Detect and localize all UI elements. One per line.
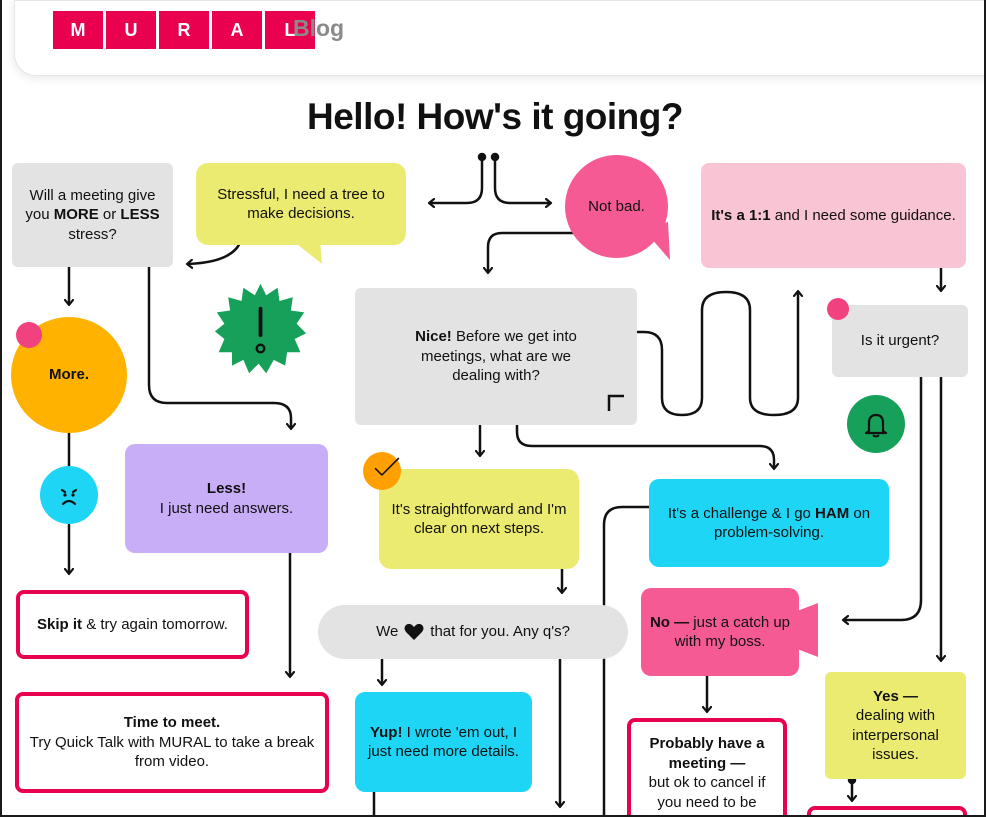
- bell-badge: [847, 395, 905, 453]
- corner-mark-icon: [607, 394, 624, 411]
- stressful-text: Stressful, I need a tree to make decisio…: [217, 185, 385, 223]
- skip-bold: Skip it: [37, 615, 83, 633]
- time-to-meet-box: Time to meet.Try Quick Talk with MURAL t…: [15, 692, 329, 793]
- no-box-tab: [792, 603, 818, 657]
- logo-letter-a: A: [212, 11, 262, 49]
- diagram-title: Hello! How's it going?: [307, 96, 683, 137]
- yes-bold: Yes —: [872, 687, 919, 705]
- logo-letter-u: U: [106, 11, 156, 49]
- more-text: More.: [48, 366, 89, 384]
- stressful-bubble-tail: [292, 240, 322, 264]
- yes-text: dealing with interpersonal issues.: [852, 707, 939, 763]
- probably-bold: Probably have a meeting —: [649, 735, 765, 772]
- one-on-one-text: and I need some guidance.: [770, 206, 956, 224]
- urgent-question-box: Is it urgent?: [832, 305, 968, 377]
- site-header: M U R A L Blog: [14, 0, 984, 76]
- urgent-dot: [827, 298, 849, 320]
- meeting-q-or: or: [98, 206, 121, 224]
- skip-text: & try again tomorrow.: [82, 615, 228, 633]
- time-text: Try Quick Talk with MURAL to take a brea…: [29, 733, 315, 771]
- less-bold: Less!: [206, 480, 247, 497]
- challenge-box: It's a challenge & I go HAM on problem-s…: [649, 479, 889, 567]
- logo-letter-r: R: [159, 11, 209, 49]
- no-bold: No —: [649, 613, 690, 631]
- we-love-text: We: [376, 623, 399, 641]
- heart-icon: [404, 623, 424, 640]
- yup-text: I wrote 'em out, I just need more detail…: [368, 723, 519, 761]
- sad-face-badge: [40, 466, 98, 524]
- less-box: Less! I just need answers.: [125, 444, 328, 553]
- no-text: just a catch up with my boss.: [674, 613, 791, 651]
- meeting-q-less: LESS: [120, 206, 160, 224]
- checkmark-icon: [374, 457, 400, 476]
- we-love-text-2: that for you. Any q's?: [430, 623, 570, 641]
- mural-logo[interactable]: M U R A L: [53, 11, 315, 49]
- straightforward-text: It's straightforward and I'm clear on ne…: [391, 500, 567, 538]
- one-on-one-bold: It's a 1:1: [711, 206, 771, 224]
- straightforward-box: It's straightforward and I'm clear on ne…: [379, 469, 579, 569]
- challenge-text-2: on problem-solving.: [713, 504, 871, 542]
- checkmark-badge: [363, 452, 401, 490]
- sad-face-icon: [60, 488, 78, 506]
- logo-letter-l: L: [265, 11, 315, 49]
- not-bad-bubble: Not bad.: [565, 155, 668, 258]
- probably-text: but ok to cancel if you need to be: [648, 774, 766, 811]
- not-bad-text: Not bad.: [588, 197, 645, 215]
- yup-box: Yup! I wrote 'em out, I just need more d…: [355, 692, 532, 792]
- yes-box: Yes — dealing with interpersonal issues.: [825, 672, 966, 779]
- nice-text: Before we get into meetings, what are we…: [420, 328, 577, 385]
- more-dot: [16, 322, 42, 348]
- nice-bold: Nice!: [415, 328, 452, 346]
- logo-letter-m: M: [53, 11, 103, 49]
- meeting-q-more: MORE: [53, 206, 99, 224]
- meeting-question-box: Will a meeting give you MORE or LESS str…: [12, 163, 173, 267]
- challenge-text: It's a challenge & I go: [667, 504, 816, 522]
- one-on-one-box: It's a 1:1 and I need some guidance.: [701, 163, 966, 268]
- stressful-bubble: Stressful, I need a tree to make decisio…: [196, 163, 406, 245]
- no-box: No — just a catch up with my boss.: [641, 588, 799, 676]
- urgent-text: Is it urgent?: [860, 332, 940, 350]
- less-text: I just need answers.: [159, 499, 294, 517]
- blog-link[interactable]: Blog: [293, 15, 345, 41]
- we-love-pill: We that for you. Any q's?: [318, 605, 628, 659]
- nice-question-box: Nice! Before we get into meetings, what …: [355, 288, 637, 425]
- probably-box: Probably have a meeting —but ok to cance…: [627, 718, 787, 815]
- exclamation-badge-icon: [214, 283, 307, 374]
- bell-icon: [864, 413, 888, 438]
- meeting-q-text: Will a meeting give you: [25, 186, 156, 224]
- skip-box: Skip it & try again tomorrow.: [16, 590, 249, 659]
- partial-bottom-box: [807, 806, 967, 815]
- challenge-bold: HAM: [815, 504, 850, 522]
- yup-bold: Yup!: [369, 723, 403, 741]
- time-bold: Time to meet.: [123, 714, 221, 732]
- not-bad-bubble-tail: [644, 222, 670, 260]
- meeting-q-stress: stress?: [68, 225, 117, 243]
